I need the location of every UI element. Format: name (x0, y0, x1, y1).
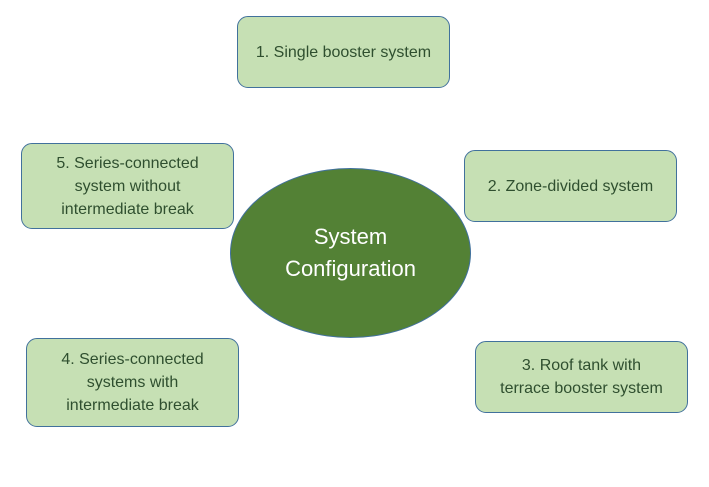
node-label: 3. Roof tank with terrace booster system (500, 357, 663, 397)
center-label: System Configuration (285, 224, 416, 281)
node-roof-tank-terrace-booster: 3. Roof tank with terrace booster system (475, 341, 688, 413)
node-label: 1. Single booster system (255, 43, 432, 61)
node-series-connected-without-break: 5. Series-connected system without inter… (21, 143, 234, 229)
node-zone-divided-system: 2. Zone-divided system (464, 150, 677, 222)
node-single-booster-system: 1. Single booster system (237, 16, 450, 88)
node-label: 5. Series-connected system without inter… (56, 154, 199, 218)
node-label: 4. Series-connected systems with interme… (61, 351, 204, 414)
node-series-connected-with-break: 4. Series-connected systems with interme… (26, 338, 239, 427)
node-label: 2. Zone-divided system (487, 177, 654, 195)
system-configuration-ellipse: System Configuration (230, 168, 471, 338)
